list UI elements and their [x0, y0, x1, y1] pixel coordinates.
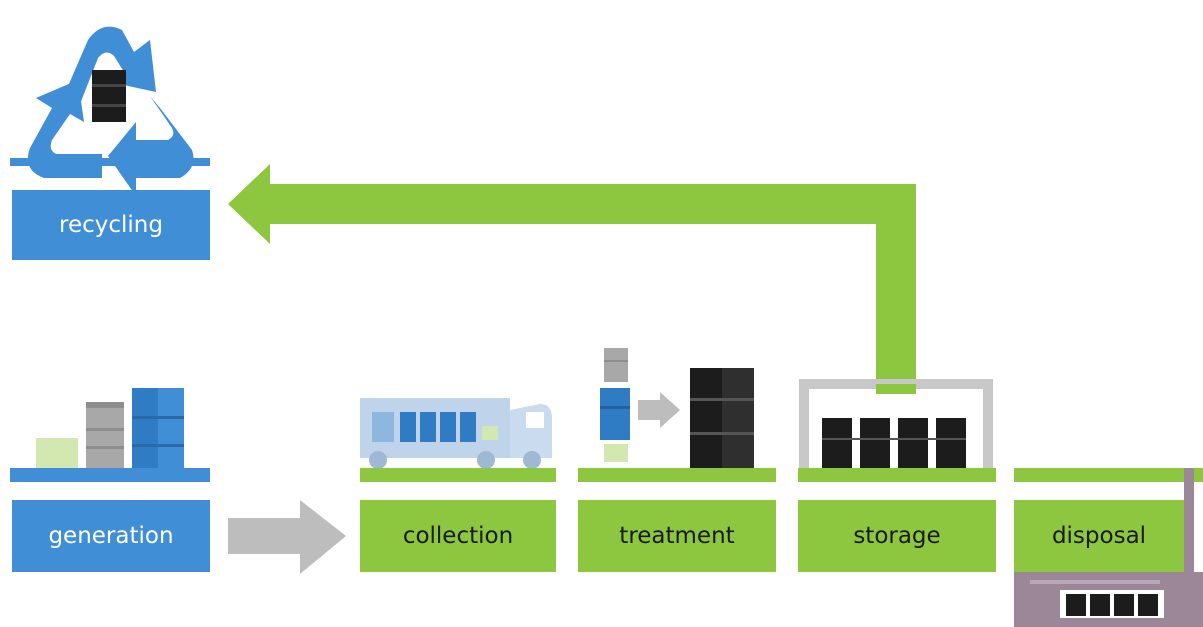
collection-box: collection: [360, 500, 556, 572]
treatment-icon: [600, 348, 680, 462]
storage-platform: [798, 468, 996, 482]
collection-platform: [360, 468, 556, 482]
recycling-platform: [10, 158, 210, 166]
treatment-label: treatment: [619, 523, 735, 549]
truck-icon: [360, 398, 552, 469]
recycle-return-arrow: [228, 164, 916, 390]
collection-label: collection: [402, 523, 514, 549]
storage-barrels: [822, 418, 966, 468]
generation-platform: [10, 468, 210, 482]
disposal-platform: [1014, 468, 1203, 482]
recycling-label: recycling: [59, 212, 163, 238]
storage-box: storage: [798, 500, 996, 572]
generation-items: [36, 388, 184, 468]
barrel-icon: [690, 368, 754, 468]
treatment-platform: [578, 468, 776, 482]
disposal-box: disposal: [1014, 500, 1184, 572]
storage-label: storage: [853, 523, 941, 549]
recycling-box: recycling: [12, 190, 210, 260]
generation-box: generation: [12, 500, 210, 572]
flow-arrow-icon: [228, 500, 346, 574]
recycle-symbol-icon: [27, 26, 194, 196]
barrel-icon: [92, 70, 126, 122]
treatment-box: treatment: [578, 500, 776, 572]
disposal-label: disposal: [1051, 523, 1147, 549]
disposal-facility-icon: [1014, 468, 1203, 627]
generation-label: generation: [48, 523, 174, 549]
